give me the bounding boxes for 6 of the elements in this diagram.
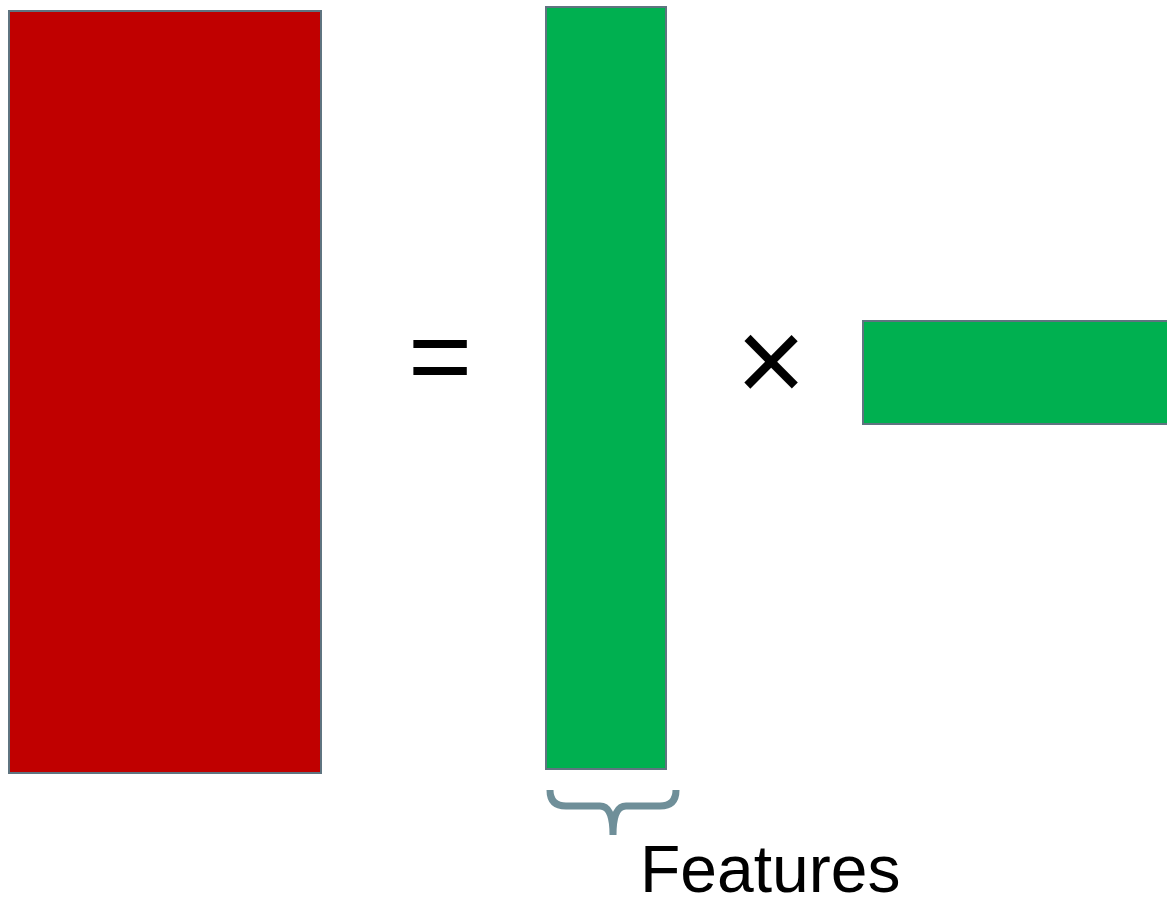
matrix-block: [8, 10, 322, 774]
matrix-block: [545, 6, 667, 770]
matrix-block: [862, 320, 1167, 425]
axis-label: Features: [640, 836, 901, 899]
equals-sign: =: [408, 300, 473, 410]
multiplication-sign: ×: [736, 300, 807, 420]
